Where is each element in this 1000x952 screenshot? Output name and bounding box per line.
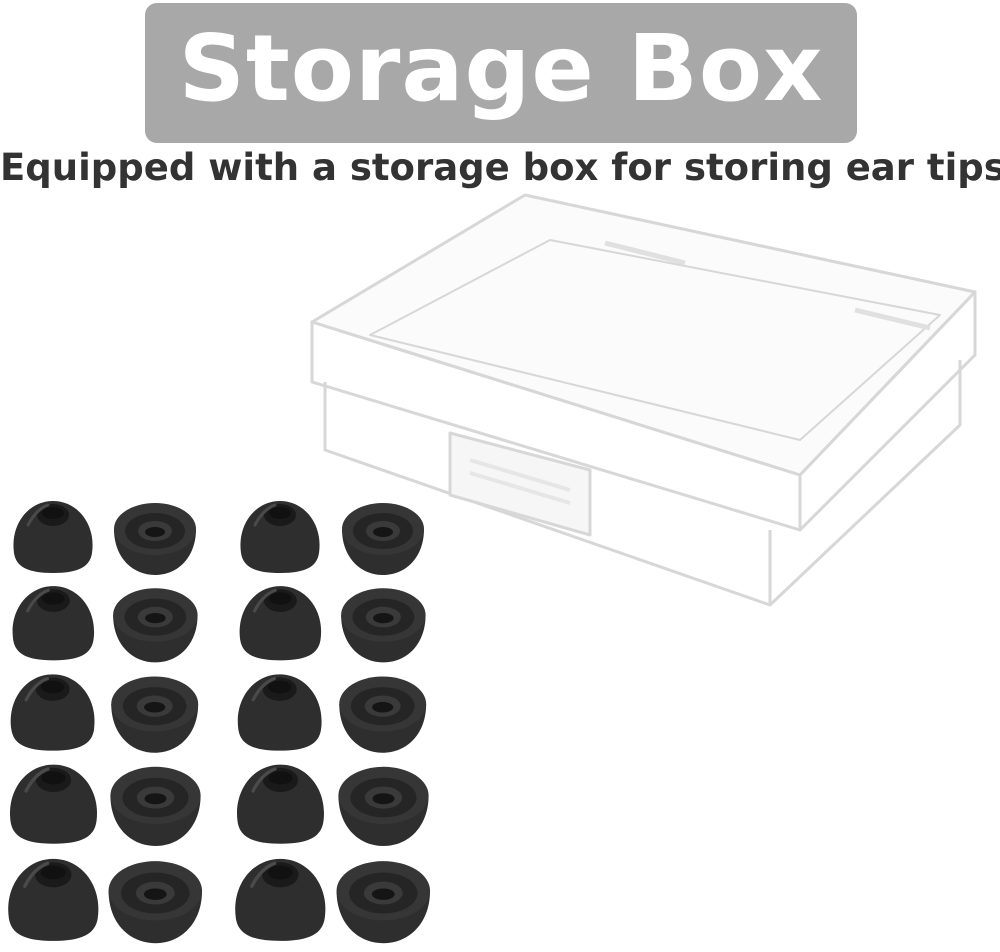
ear-tip-side-icon — [11, 674, 95, 751]
page-title: Storage Box — [178, 15, 824, 122]
ear-tip-side-icon — [239, 586, 321, 661]
storage-box-illustration — [310, 193, 977, 607]
ear-tip-side-icon — [9, 764, 97, 844]
ear-tip-top-icon — [339, 676, 427, 753]
ear-tip-side-icon — [13, 501, 93, 573]
ear-tip-top-icon — [337, 766, 429, 846]
ear-tip-side-icon — [7, 858, 99, 941]
ear-tip-top-icon — [114, 503, 196, 575]
ear-tip-top-icon — [340, 588, 426, 663]
ear-tip-top-icon — [111, 676, 199, 753]
ear-tip-side-icon — [238, 674, 322, 751]
ear-tip-side-icon — [236, 764, 324, 844]
title-badge: Storage Box — [145, 3, 857, 143]
ear-tips-grid — [0, 480, 460, 950]
ear-tip-top-icon — [108, 861, 202, 944]
subtitle: Equipped with a storage box for storing … — [0, 146, 1000, 189]
ear-tip-side-icon — [12, 586, 94, 661]
ear-tip-top-icon — [112, 588, 198, 663]
ear-tip-side-icon — [240, 501, 320, 573]
ear-tip-top-icon — [336, 861, 430, 944]
ear-tip-side-icon — [234, 858, 326, 941]
ear-tip-top-icon — [342, 503, 424, 575]
ear-tip-top-icon — [109, 766, 201, 846]
